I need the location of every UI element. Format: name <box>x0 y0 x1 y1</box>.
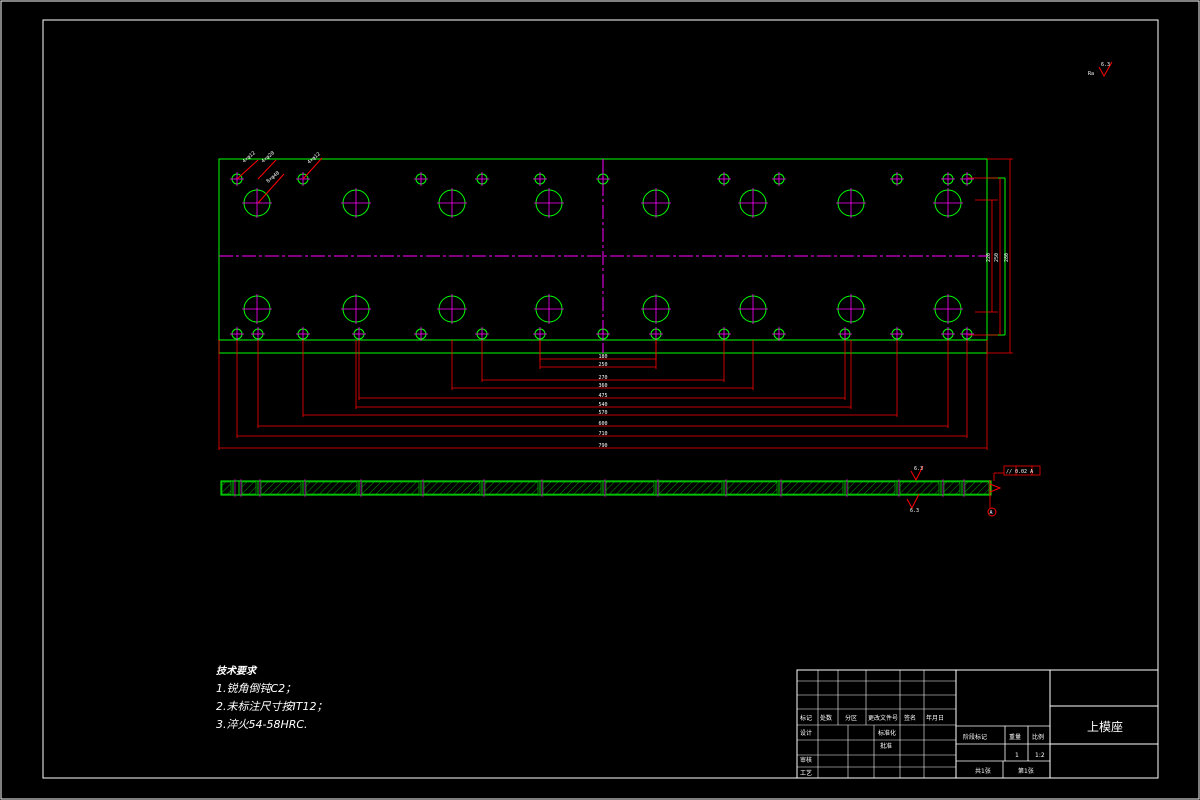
tb-approve: 批准 <box>880 742 892 750</box>
hatch-segment-12 <box>781 481 844 495</box>
hole-callouts: 4×φ12 4×φ20 8×φ40 4×φ12 <box>236 150 323 204</box>
horizontal-dim-label-0: 180 <box>598 354 607 360</box>
tb-review: 审核 <box>800 756 812 764</box>
tb-stage-mark: 阶段标记 <box>963 733 987 741</box>
title-block: 阶段标记 重量 比例 1 1:2 共1张 第1张 标记 处数 分区 更改文件号 … <box>796 669 1159 779</box>
vertical-dim-280: 280 <box>1004 253 1010 262</box>
hatch-segment-10 <box>658 481 723 495</box>
hatch-segment-last <box>964 481 990 495</box>
section-outline <box>220 480 992 496</box>
vertical-dim-250: 250 <box>994 253 1000 262</box>
hole-callout-3: 8×φ40 <box>265 170 280 184</box>
technical-requirement-1: 1.锐角倒钝C2； <box>216 682 297 695</box>
hatch-segment-7 <box>484 481 539 495</box>
tb-row-label-1: 标记 <box>800 714 812 722</box>
hatch-segment-3 <box>260 481 302 495</box>
surface-finish-value: 6.3 <box>1101 62 1110 68</box>
tb-scale: 比例 <box>1032 733 1044 741</box>
hatch-segment-5 <box>361 481 420 495</box>
horizontal-dim-label-6: 570 <box>598 410 607 416</box>
hatch-segment-0 <box>221 481 232 495</box>
surface-finish-symbol-top: 6.3 Ra <box>1088 61 1113 78</box>
hatch-segment-4 <box>305 481 358 495</box>
technical-requirements-title: 技术要求 <box>216 666 256 677</box>
tb-row-label-3: 分区 <box>845 714 857 722</box>
horizontal-dim-label-9: 790 <box>598 443 607 449</box>
tb-sheets-total: 共1张 <box>975 767 991 775</box>
hatch-segment-11 <box>726 481 778 495</box>
hole-pattern <box>230 172 974 341</box>
hole-callout-1: 4×φ12 <box>241 150 256 164</box>
finish-bottom-value: 6.3 <box>910 508 919 514</box>
tb-weight: 重量 <box>1009 733 1021 741</box>
tolerance-frame <box>1003 465 1041 476</box>
horizontal-dim-label-7: 600 <box>598 421 607 427</box>
finish-top-value: 6.3 <box>914 466 923 472</box>
drawing-frame <box>42 19 1159 779</box>
vertical-dimensions: 220 250 280 <box>968 158 1013 354</box>
horizontal-dim-label-3: 360 <box>598 383 607 389</box>
horizontal-dim-label-2: 270 <box>598 375 607 381</box>
tb-standardization: 标准化 <box>878 729 896 737</box>
horizontal-dim-label-1: 250 <box>598 362 607 368</box>
hatch-segment-6 <box>423 481 481 495</box>
horizontal-dim-label-8: 710 <box>598 431 607 437</box>
finish-symbol-bottom <box>906 493 920 510</box>
tb-sheet-no: 第1张 <box>1018 767 1034 775</box>
hole-callout-4: 4×φ12 <box>306 151 321 165</box>
tb-row-label-5: 签名 <box>904 714 916 722</box>
tb-scale-value: 1:2 <box>1035 752 1045 759</box>
hatch-segment-8 <box>542 481 602 495</box>
hatch-segment-15 <box>943 481 961 495</box>
tb-process: 工艺 <box>800 769 812 777</box>
hatch-segment-13 <box>847 481 896 495</box>
hatch-segment-2 <box>241 481 257 495</box>
part-name: 上模座 <box>1086 719 1123 734</box>
section-view: A // 0.02 A 6.3 6.3 <box>220 465 1041 517</box>
tb-design: 设计 <box>800 729 812 737</box>
finish-symbol-top <box>910 465 924 482</box>
tb-weight-value: 1 <box>1015 752 1019 759</box>
vertical-dim-220: 220 <box>986 253 992 262</box>
technical-requirements: 技术要求 1.锐角倒钝C2； 2.未标注尺寸按IT12； 3.淬火54-58HR… <box>216 662 327 734</box>
datum-circle <box>987 507 997 517</box>
technical-requirement-3: 3.淬火54-58HRC. <box>216 718 308 731</box>
hatch-segment-9 <box>605 481 655 495</box>
horizontal-dimensions: 180 250 270 360 475 540 570 600 710 790 <box>218 340 988 450</box>
section-hatch-segments <box>221 479 990 497</box>
tb-row-label-6: 年月日 <box>926 714 944 722</box>
technical-requirement-2: 2.未标注尺寸按IT12； <box>216 700 328 713</box>
datum-label: A <box>990 510 993 516</box>
hatch-segment-14 <box>899 481 940 495</box>
tb-row-label-2: 处数 <box>820 714 832 722</box>
horizontal-dim-label-4: 475 <box>598 393 607 399</box>
surface-finish-prefix: Ra <box>1088 71 1094 77</box>
tb-row-label-4: 更改文件号 <box>868 714 898 722</box>
tolerance-text: // 0.02 A <box>1006 469 1033 475</box>
horizontal-dim-label-5: 540 <box>598 402 607 408</box>
